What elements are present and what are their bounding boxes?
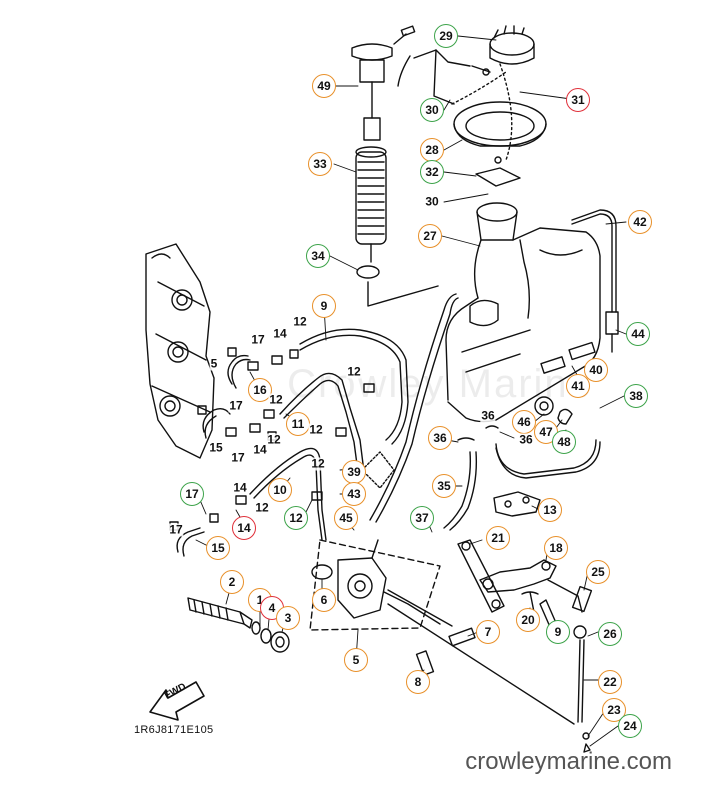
callout-35[interactable]: 35 xyxy=(432,474,456,498)
callout-49[interactable]: 49 xyxy=(312,74,336,98)
fuel-gauge-drawing xyxy=(351,25,416,141)
plain-label-17: 17 xyxy=(168,522,184,537)
callout-48[interactable]: 48 xyxy=(552,430,576,454)
drive-gear-drawing xyxy=(187,597,290,653)
plain-label-12: 12 xyxy=(268,392,284,407)
callout-18[interactable]: 18 xyxy=(544,536,568,560)
callout-11[interactable]: 11 xyxy=(286,412,310,436)
plain-label-17: 17 xyxy=(250,332,266,347)
fuel-tank-drawing xyxy=(445,202,601,423)
callout-22[interactable]: 22 xyxy=(598,670,622,694)
callout-30[interactable]: 30 xyxy=(420,98,444,122)
fuel-strainer-plate-drawing xyxy=(475,156,521,187)
plain-label-12: 12 xyxy=(310,456,326,471)
callout-17[interactable]: 17 xyxy=(180,482,204,506)
plain-label-12: 12 xyxy=(346,364,362,379)
callout-41[interactable]: 41 xyxy=(566,374,590,398)
plain-label-14: 14 xyxy=(272,326,288,341)
site-name[interactable]: crowleymarine.com xyxy=(465,748,672,775)
plain-label-30: 30 xyxy=(424,194,440,209)
callout-42[interactable]: 42 xyxy=(628,210,652,234)
callout-2[interactable]: 2 xyxy=(220,570,244,594)
fittings-drawing xyxy=(415,627,476,676)
callout-44[interactable]: 44 xyxy=(626,322,650,346)
callout-37[interactable]: 37 xyxy=(410,506,434,530)
plain-label-14: 14 xyxy=(232,480,248,495)
plain-label-12: 12 xyxy=(254,500,270,515)
intake-manifold-drawing xyxy=(145,243,215,459)
callout-3[interactable]: 3 xyxy=(276,606,300,630)
plain-label-12: 12 xyxy=(266,432,282,447)
callout-32[interactable]: 32 xyxy=(420,160,444,184)
callout-39[interactable]: 39 xyxy=(342,460,366,484)
plain-label-12: 12 xyxy=(292,314,308,329)
plain-label-15: 15 xyxy=(208,440,224,455)
callout-31[interactable]: 31 xyxy=(566,88,590,112)
callout-13[interactable]: 13 xyxy=(538,498,562,522)
callout-10[interactable]: 10 xyxy=(268,478,292,502)
callout-36[interactable]: 36 xyxy=(428,426,452,450)
callout-34[interactable]: 34 xyxy=(306,244,330,268)
wiring-harness-drawing xyxy=(397,49,507,105)
callout-28[interactable]: 28 xyxy=(420,138,444,162)
callout-14[interactable]: 14 xyxy=(232,516,256,540)
forward-arrow-icon xyxy=(149,681,205,721)
callout-16[interactable]: 16 xyxy=(248,378,272,402)
plain-label-17: 17 xyxy=(228,398,244,413)
throttle-linkage-drawing xyxy=(457,539,593,753)
callout-40[interactable]: 40 xyxy=(584,358,608,382)
callout-29[interactable]: 29 xyxy=(434,24,458,48)
plain-label-5: 5 xyxy=(209,356,219,371)
callout-8[interactable]: 8 xyxy=(406,670,430,694)
callout-26[interactable]: 26 xyxy=(598,622,622,646)
callout-7[interactable]: 7 xyxy=(476,620,500,644)
callout-12[interactable]: 12 xyxy=(284,506,308,530)
callout-20[interactable]: 20 xyxy=(516,608,540,632)
plain-label-17: 17 xyxy=(230,450,246,465)
plain-label-36: 36 xyxy=(518,432,534,447)
callout-45[interactable]: 45 xyxy=(334,506,358,530)
callout-21[interactable]: 21 xyxy=(486,526,510,550)
filler-cap-drawing xyxy=(489,25,535,161)
fuel-pump-assembly-drawing xyxy=(309,539,575,725)
plain-label-36: 36 xyxy=(480,408,496,423)
plain-label-12: 12 xyxy=(308,422,324,437)
callout-5[interactable]: 5 xyxy=(344,648,368,672)
callout-15[interactable]: 15 xyxy=(206,536,230,560)
callout-43[interactable]: 43 xyxy=(342,482,366,506)
bracket-drawing xyxy=(493,491,541,517)
callout-27[interactable]: 27 xyxy=(418,224,442,248)
callout-9[interactable]: 9 xyxy=(312,294,336,318)
plain-label-14: 14 xyxy=(252,442,268,457)
drawing-code: 1R6J8171E105 xyxy=(134,724,214,736)
callout-38[interactable]: 38 xyxy=(624,384,648,408)
callout-25[interactable]: 25 xyxy=(586,560,610,584)
callout-33[interactable]: 33 xyxy=(308,152,332,176)
callout-9b[interactable]: 9 xyxy=(546,620,570,644)
filler-ring-drawing xyxy=(453,101,547,147)
callout-24[interactable]: 24 xyxy=(618,714,642,738)
callout-46[interactable]: 46 xyxy=(512,410,536,434)
fuel-filter-element-drawing xyxy=(355,146,439,307)
callout-6[interactable]: 6 xyxy=(312,588,336,612)
tank-fittings-drawing xyxy=(534,209,619,425)
